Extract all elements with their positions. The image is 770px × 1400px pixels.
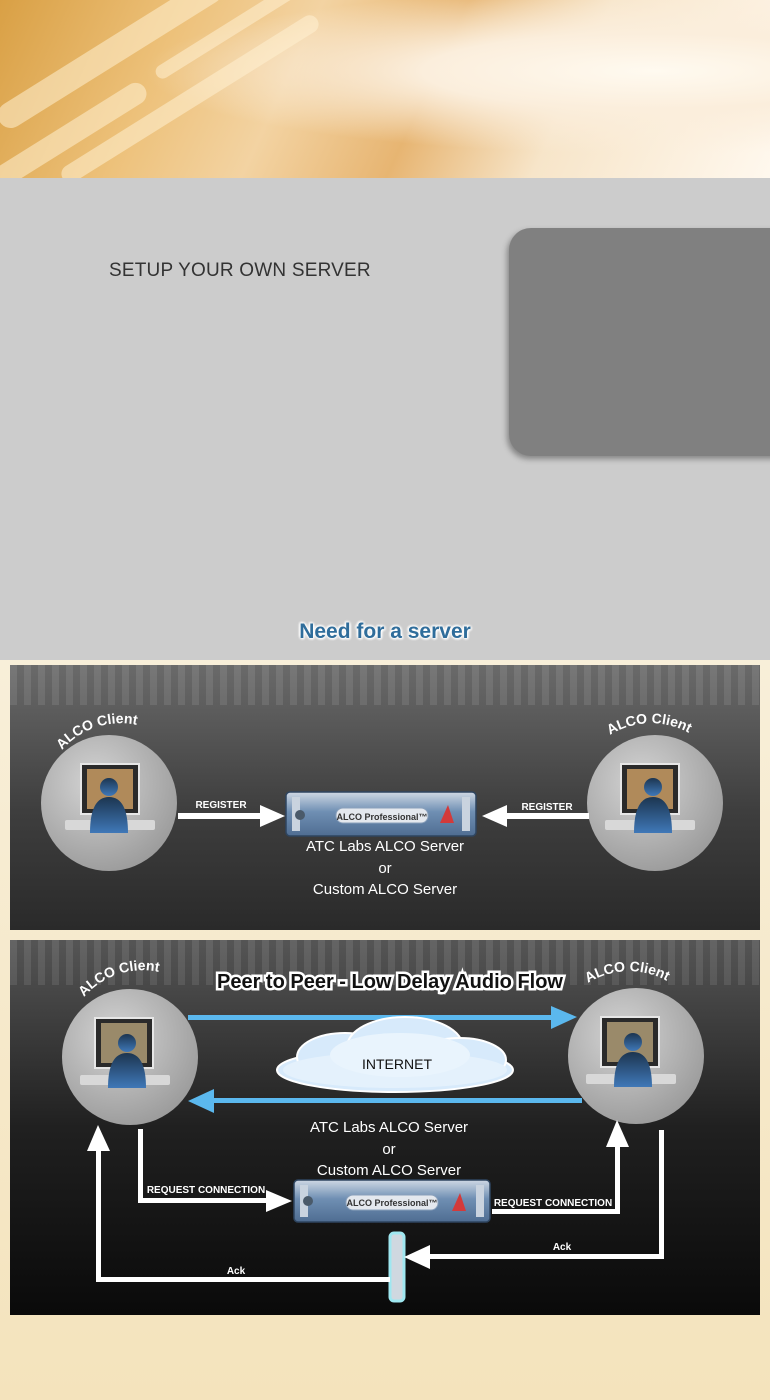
client-left-bottom <box>62 989 198 1125</box>
server-bottom-line1: ATC Labs ALCO Server <box>310 1119 468 1136</box>
register-arrow-right <box>482 805 589 827</box>
ack-left-arrow <box>87 1125 390 1282</box>
header-banner <box>0 0 770 204</box>
server-bottom-line2: or <box>382 1141 395 1158</box>
diagram-title: Need for a server <box>299 620 471 643</box>
internet-cloud-icon <box>276 1016 514 1093</box>
register-arrow-left <box>178 805 285 827</box>
user-icon <box>118 1034 136 1052</box>
client-right-bottom <box>568 988 704 1124</box>
side-box <box>509 228 770 456</box>
client-left-top <box>41 735 177 871</box>
register-right-label: REGISTER <box>521 802 573 813</box>
server-bottom-badge: ALCO Professional™ <box>346 1198 437 1208</box>
server-top-badge: ALCO Professional™ <box>336 812 427 822</box>
ack-right-label: Ack <box>553 1242 572 1253</box>
server-top-line3: Custom ALCO Server <box>313 881 457 898</box>
banner-streak <box>58 11 322 187</box>
page-title: SETUP YOUR OWN SERVER <box>109 260 371 281</box>
p2p-headline: Peer to Peer - Low Delay Audio Flow <box>217 971 563 993</box>
request-connection-left-arrow <box>138 1129 292 1212</box>
register-left-label: REGISTER <box>195 800 247 811</box>
brand-logo-icon <box>440 805 454 823</box>
client-right-top <box>587 735 723 871</box>
server-bottom: ALCO Professional™ <box>293 1179 491 1223</box>
request-right-label: REQUEST CONNECTION <box>494 1198 612 1209</box>
top-stripes <box>10 665 760 705</box>
server-top-line1: ATC Labs ALCO Server <box>306 838 464 855</box>
request-connection-right-arrow <box>492 1120 629 1214</box>
bottom-stripes <box>10 940 760 985</box>
server-bottom-line3: Custom ALCO Server <box>317 1162 461 1179</box>
server-top: ALCO Professional™ <box>285 791 477 837</box>
ack-left-label: Ack <box>227 1266 246 1277</box>
user-icon <box>100 778 118 796</box>
power-icon <box>295 810 305 820</box>
relay-bar <box>388 1231 406 1303</box>
flow-arrow-left <box>188 1089 582 1113</box>
network-diagram: ALCO Client ALCO Client ALCO Professiona… <box>10 665 760 1315</box>
ack-right-arrow <box>404 1130 664 1269</box>
internet-label: INTERNET <box>362 1056 432 1072</box>
server-top-line2: or <box>378 860 391 877</box>
brand-logo-icon <box>452 1193 466 1211</box>
user-icon <box>644 778 662 796</box>
flow-arrow-right <box>188 1006 577 1029</box>
request-left-label: REQUEST CONNECTION <box>147 1185 265 1196</box>
user-icon <box>624 1033 642 1051</box>
power-icon <box>303 1196 313 1206</box>
